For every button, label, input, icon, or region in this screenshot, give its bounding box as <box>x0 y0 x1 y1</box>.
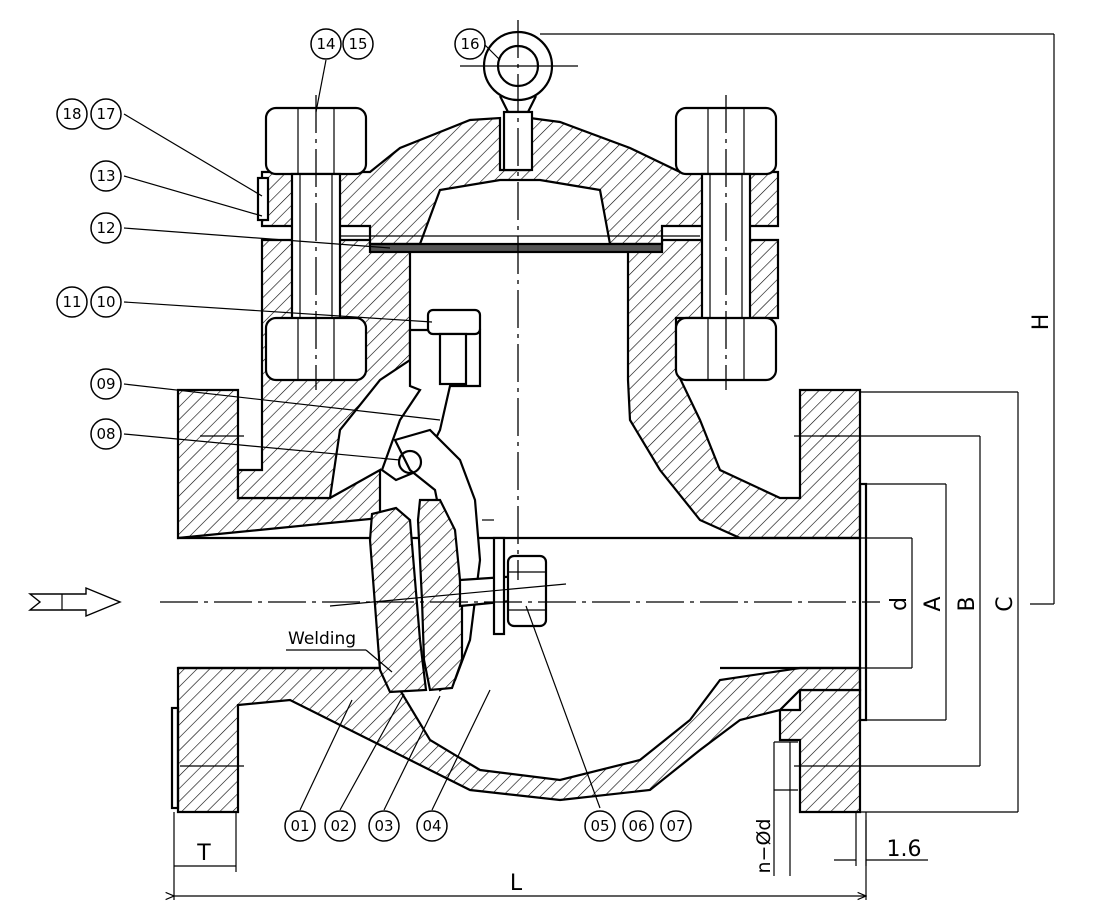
body-right-flange <box>778 688 862 814</box>
svg-text:11: 11 <box>62 293 81 311</box>
dimension-lines <box>174 33 1055 900</box>
callout-08: 08 <box>90 418 122 450</box>
disc <box>416 498 464 692</box>
callout-18: 18 <box>56 98 88 130</box>
svg-text:17: 17 <box>96 105 115 123</box>
hinge-pin <box>397 449 423 475</box>
disc-washer <box>492 536 506 636</box>
svg-text:15: 15 <box>348 35 367 53</box>
svg-text:08: 08 <box>96 425 115 443</box>
svg-text:14: 14 <box>316 35 335 53</box>
callout-06: 06 <box>622 810 654 842</box>
body-left-flange <box>176 388 382 540</box>
callout-10: 10 <box>90 286 122 318</box>
callout-01: 01 <box>284 810 316 842</box>
svg-text:05: 05 <box>590 817 609 835</box>
callout-15: 15 <box>342 28 374 60</box>
callouts: 14 15 16 18 17 13 12 11 <box>56 28 692 842</box>
flow-arrow-icon <box>28 586 122 618</box>
svg-text:06: 06 <box>628 817 647 835</box>
callout-12: 12 <box>90 212 122 244</box>
bracket-bolt-head <box>426 308 482 336</box>
dim-label-1-6: 1.6 <box>887 837 922 862</box>
disc-nut <box>506 554 548 628</box>
body-lower-bowl <box>176 666 862 814</box>
left-washer <box>256 176 270 222</box>
dim-label-T: T <box>196 841 211 866</box>
svg-text:16: 16 <box>460 35 479 53</box>
svg-text:13: 13 <box>96 167 115 185</box>
dim-label-A: A <box>921 596 946 611</box>
centerlines <box>160 20 880 767</box>
svg-text:18: 18 <box>62 105 81 123</box>
callout-07: 07 <box>660 810 692 842</box>
callout-14: 14 <box>310 28 342 60</box>
callout-11: 11 <box>56 286 88 318</box>
welding-label: Welding <box>288 629 356 649</box>
callout-09: 09 <box>90 368 122 400</box>
bonnet-gasket <box>368 242 664 254</box>
dim-label-d: d <box>887 597 912 611</box>
callout-16: 16 <box>454 28 486 60</box>
dim-label-n-od: n−Ød <box>753 819 775 874</box>
leader-lines <box>123 43 601 811</box>
svg-text:07: 07 <box>666 817 685 835</box>
svg-text:04: 04 <box>422 817 441 835</box>
callout-17: 17 <box>90 98 122 130</box>
dim-label-C: C <box>993 596 1018 611</box>
callout-02: 02 <box>324 810 356 842</box>
svg-text:01: 01 <box>290 817 309 835</box>
dim-label-B: B <box>955 596 980 611</box>
callout-04: 04 <box>416 810 448 842</box>
dimension-labels: H C B A d T L n−Ød 1.6 <box>196 314 1054 896</box>
bracket-bolt <box>438 332 468 386</box>
bonnet <box>260 116 780 254</box>
left-flange-face <box>170 706 180 810</box>
callout-13: 13 <box>90 160 122 192</box>
svg-text:02: 02 <box>330 817 349 835</box>
svg-text:03: 03 <box>374 817 393 835</box>
callout-05: 05 <box>584 810 616 842</box>
dim-label-H: H <box>1029 314 1054 331</box>
svg-text:12: 12 <box>96 219 115 237</box>
dim-label-L: L <box>510 871 523 896</box>
callout-03: 03 <box>368 810 400 842</box>
svg-text:09: 09 <box>96 375 115 393</box>
svg-text:10: 10 <box>96 293 115 311</box>
